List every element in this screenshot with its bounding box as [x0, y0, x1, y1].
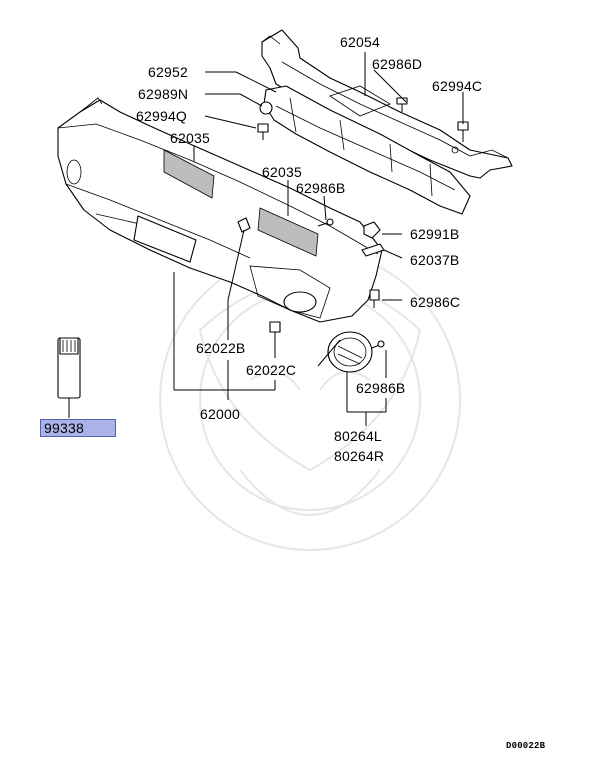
screw-62986B-lower-icon [371, 340, 385, 349]
bolt-62994Q-icon [257, 123, 269, 140]
reference-code: D00022B [506, 741, 546, 751]
screw-62986B-icon [317, 218, 334, 227]
label-62022B: 62022B [196, 340, 246, 356]
bolt-62994C-icon [457, 121, 469, 142]
label-62991B: 62991B [410, 226, 460, 242]
label-62035-left: 62035 [170, 130, 210, 146]
label-80264L: 80264L [334, 428, 382, 444]
label-62989N: 62989N [138, 86, 189, 102]
nut-62989N-icon [259, 101, 273, 115]
clip-62022C-icon [269, 321, 281, 338]
label-62986D: 62986D [372, 56, 423, 72]
fog-lamp-cover-80264 [327, 331, 373, 373]
label-62037B: 62037B [410, 252, 460, 268]
label-62986B-upper: 62986B [296, 180, 346, 196]
label-99338-highlighted: 99338 [40, 419, 116, 437]
fasteners [237, 97, 469, 349]
touch-up-paint-99338 [57, 337, 81, 418]
label-62986C: 62986C [410, 294, 461, 310]
label-62994Q: 62994Q [136, 108, 188, 124]
label-62035-right: 62035 [262, 164, 302, 180]
clip-62022B-icon [237, 217, 251, 233]
clip-62991B-icon [363, 221, 381, 239]
label-62994C: 62994C [432, 78, 483, 94]
label-62986B-lower: 62986B [356, 380, 406, 396]
label-62000: 62000 [200, 406, 240, 422]
screw-62986C-icon [369, 289, 380, 308]
label-80264R: 80264R [334, 448, 385, 464]
front-bumper-cover-62000 [57, 97, 383, 323]
grille-mesh-62035-left [163, 149, 215, 199]
bumper-absorber-62952 [263, 85, 471, 215]
grille-mesh-62035-right [257, 207, 319, 257]
label-62054: 62054 [340, 34, 380, 50]
label-62022C: 62022C [246, 362, 297, 378]
leader-lines [173, 52, 464, 426]
label-62952: 62952 [148, 64, 188, 80]
bolt-62986D-icon [396, 97, 408, 112]
